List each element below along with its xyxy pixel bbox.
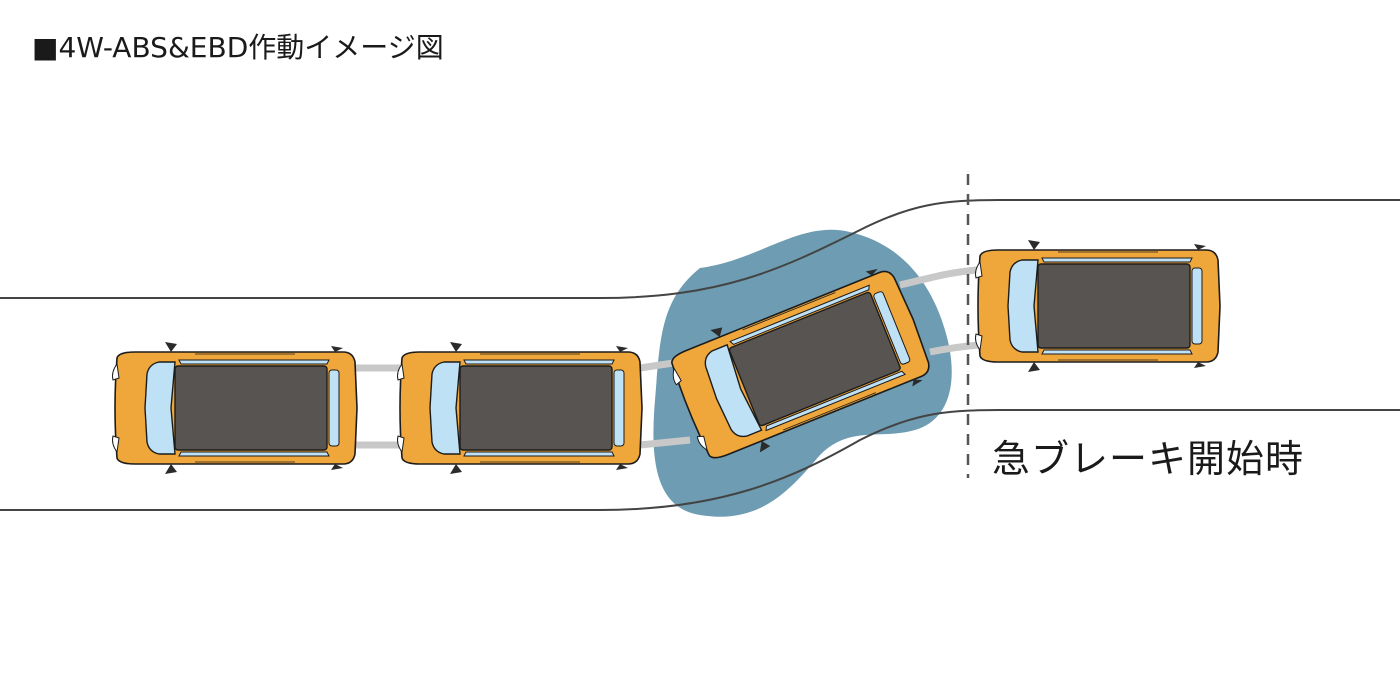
brake-start-label: 急ブレーキ開始時 bbox=[992, 437, 1305, 481]
diagram-title: ■4W-ABS&EBD作動イメージ図 bbox=[32, 31, 444, 64]
car-1 bbox=[111, 341, 358, 475]
road-edge-lower bbox=[0, 409, 1400, 511]
road-edge-upper bbox=[0, 199, 1400, 299]
tire-track-lower bbox=[355, 341, 981, 449]
car-2 bbox=[396, 341, 643, 475]
car-4 bbox=[974, 239, 1221, 373]
